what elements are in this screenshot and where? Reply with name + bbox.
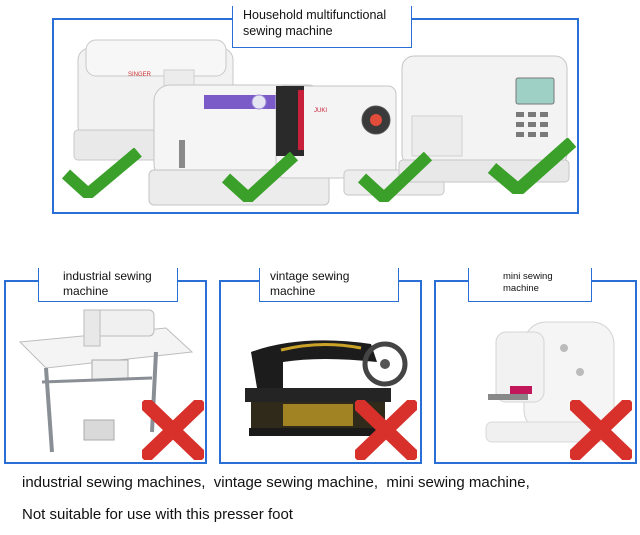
mini-machine-photo: [485, 321, 615, 443]
cross-icon: [142, 400, 204, 460]
mini-label-line1: mini sewing: [503, 271, 553, 282]
check-icon: [488, 138, 577, 194]
mini-machine-panel: mini sewing machine: [434, 268, 637, 464]
cross-icon: [570, 400, 632, 460]
vintage-machine-photo: [245, 340, 408, 436]
household-machine-4: [398, 55, 570, 183]
household-machines-photo: SINGER JUKI: [73, 39, 570, 206]
industrial-machine-photo: [18, 309, 194, 453]
industrial-machine-panel: industrial sewing machine: [4, 268, 207, 464]
unsuitable-machines-list: industrial sewing machines, vintage sewi…: [22, 474, 530, 491]
industrial-label-line2: machine: [63, 284, 109, 298]
industrial-label-line1: industrial sewing: [63, 269, 152, 283]
vintage-label-line1: vintage sewing: [270, 269, 350, 283]
check-icon: [358, 152, 433, 202]
cross-icon: [355, 400, 417, 460]
mini-machine-label: mini sewing machine: [468, 268, 592, 302]
vintage-machine-panel: vintage sewing machine: [219, 268, 422, 464]
household-machine-3: JUKI: [275, 85, 445, 196]
svg-text:JUKI: JUKI: [314, 108, 327, 114]
household-label-line1: Household multifunctional: [243, 8, 387, 22]
check-icon: [222, 152, 299, 202]
check-icon: [62, 148, 142, 198]
unsuitable-note: Not suitable for use with this presser f…: [22, 506, 293, 523]
mini-label-line2: machine: [503, 282, 539, 294]
industrial-machine-label: industrial sewing machine: [38, 268, 178, 302]
vintage-label-line2: machine: [270, 284, 316, 298]
vintage-machine-label: vintage sewing machine: [259, 268, 399, 302]
svg-text:SINGER: SINGER: [128, 72, 152, 78]
household-label-line2: sewing machine: [243, 23, 333, 38]
household-machine-label: Household multifunctional sewing machine: [232, 6, 412, 48]
household-machines-panel: SINGER JUKI: [52, 6, 579, 214]
